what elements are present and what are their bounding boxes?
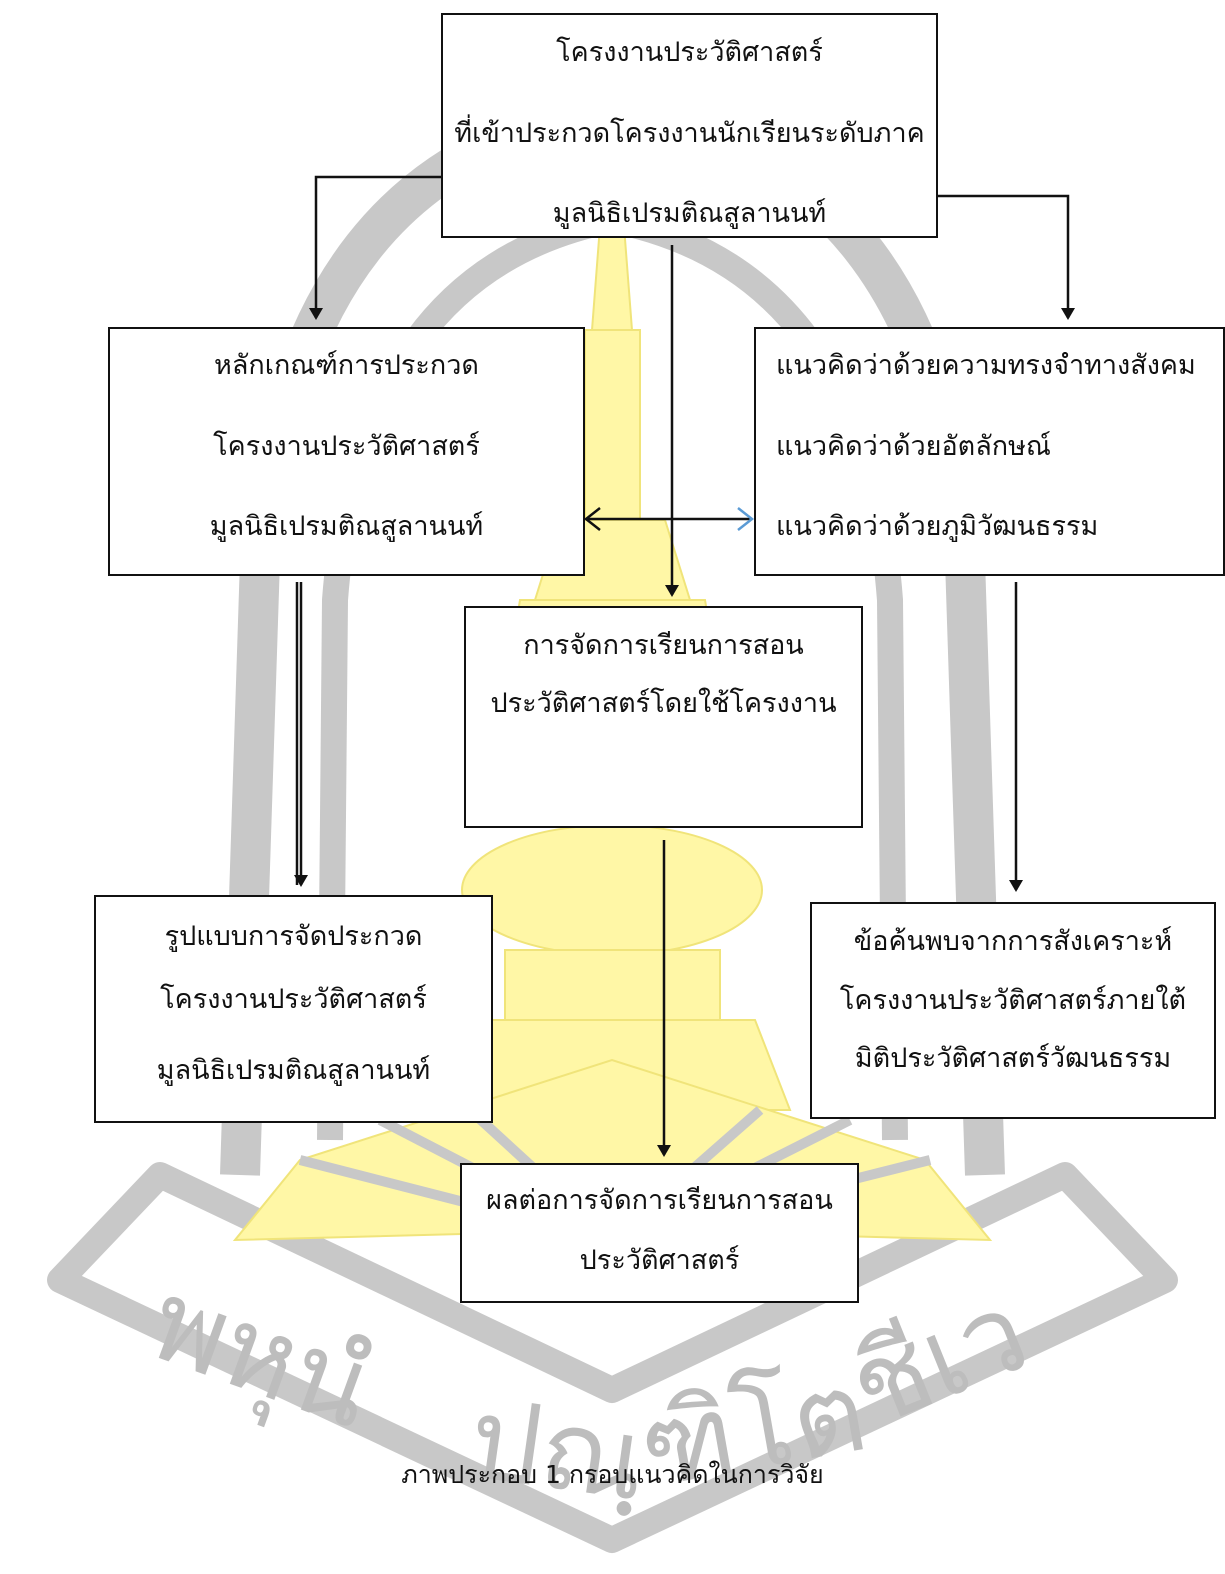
box-contest-format: รูปแบบการจัดประกวด โครงงานประวัติศาสตร์ … [94, 895, 493, 1123]
box-history-projects-line3: มูลนิธิเปรมติณสูลานนท์ [552, 198, 827, 229]
box-contest-criteria-line2: โครงงานประวัติศาสตร์ [213, 431, 480, 462]
box-history-projects-line1: โครงงานประวัติศาสตร์ [556, 37, 823, 68]
box-contest-format-line1: รูปแบบการจัดประกวด [164, 921, 423, 952]
box-concepts: แนวคิดว่าด้วยความทรงจำทางสังคม แนวคิดว่า… [754, 327, 1225, 576]
box-concepts-line3: แนวคิดว่าด้วยภูมิวัฒนธรรม [776, 511, 1099, 542]
box-synthesis-findings-line1: ข้อค้นพบจากการสังเคราะห์ [853, 926, 1173, 957]
box-teaching-effects-line1: ผลต่อการจัดการเรียนการสอน [486, 1185, 833, 1216]
box-teaching-effects: ผลต่อการจัดการเรียนการสอน ประวัติศาสตร์ [460, 1163, 859, 1303]
box-concepts-line2: แนวคิดว่าด้วยอัตลักษณ์ [776, 431, 1051, 462]
box-project-based-teaching: การจัดการเรียนการสอน ประวัติศาสตร์โดยใช้… [464, 606, 863, 828]
box-synthesis-findings-line2: โครงงานประวัติศาสตร์ภายใต้ [839, 985, 1187, 1016]
box-project-based-teaching-line1: การจัดการเรียนการสอน [523, 630, 804, 661]
box-teaching-effects-line2: ประวัติศาสตร์ [579, 1245, 740, 1276]
box-project-based-teaching-line2: ประวัติศาสตร์โดยใช้โครงงาน [490, 688, 837, 719]
box-contest-criteria-line3: มูลนิธิเปรมติณสูลานนท์ [209, 511, 484, 542]
box-history-projects-line2: ที่เข้าประกวดโครงงานนักเรียนระดับภาค [454, 118, 925, 149]
box-history-projects: โครงงานประวัติศาสตร์ ที่เข้าประกวดโครงงา… [441, 13, 938, 238]
box-contest-criteria-line1: หลักเกณฑ์การประกวด [214, 350, 479, 381]
arrowhead-left-open [583, 507, 601, 531]
box-contest-format-line2: โครงงานประวัติศาสตร์ [160, 984, 427, 1015]
box-contest-criteria: หลักเกณฑ์การประกวด โครงงานประวัติศาสตร์ … [108, 327, 585, 576]
box-synthesis-findings-line3: มิติประวัติศาสตร์วัฒนธรรม [854, 1043, 1172, 1074]
watermark-banner [47, 1162, 1178, 1553]
figure-caption: ภาพประกอบ 1 กรอบแนวคิดในการวิจัย [401, 1460, 824, 1489]
box-concepts-line1: แนวคิดว่าด้วยความทรงจำทางสังคม [776, 350, 1196, 381]
arrowhead-right-open [737, 507, 755, 531]
arrow-top-to-concepts [933, 72, 1075, 320]
box-contest-format-line3: มูลนิธิเปรมติณสูลานนท์ [156, 1055, 431, 1086]
box-synthesis-findings: ข้อค้นพบจากการสังเคราะห์ โครงงานประวัติศ… [810, 902, 1216, 1119]
arrow-top-to-criteria [309, 175, 441, 320]
